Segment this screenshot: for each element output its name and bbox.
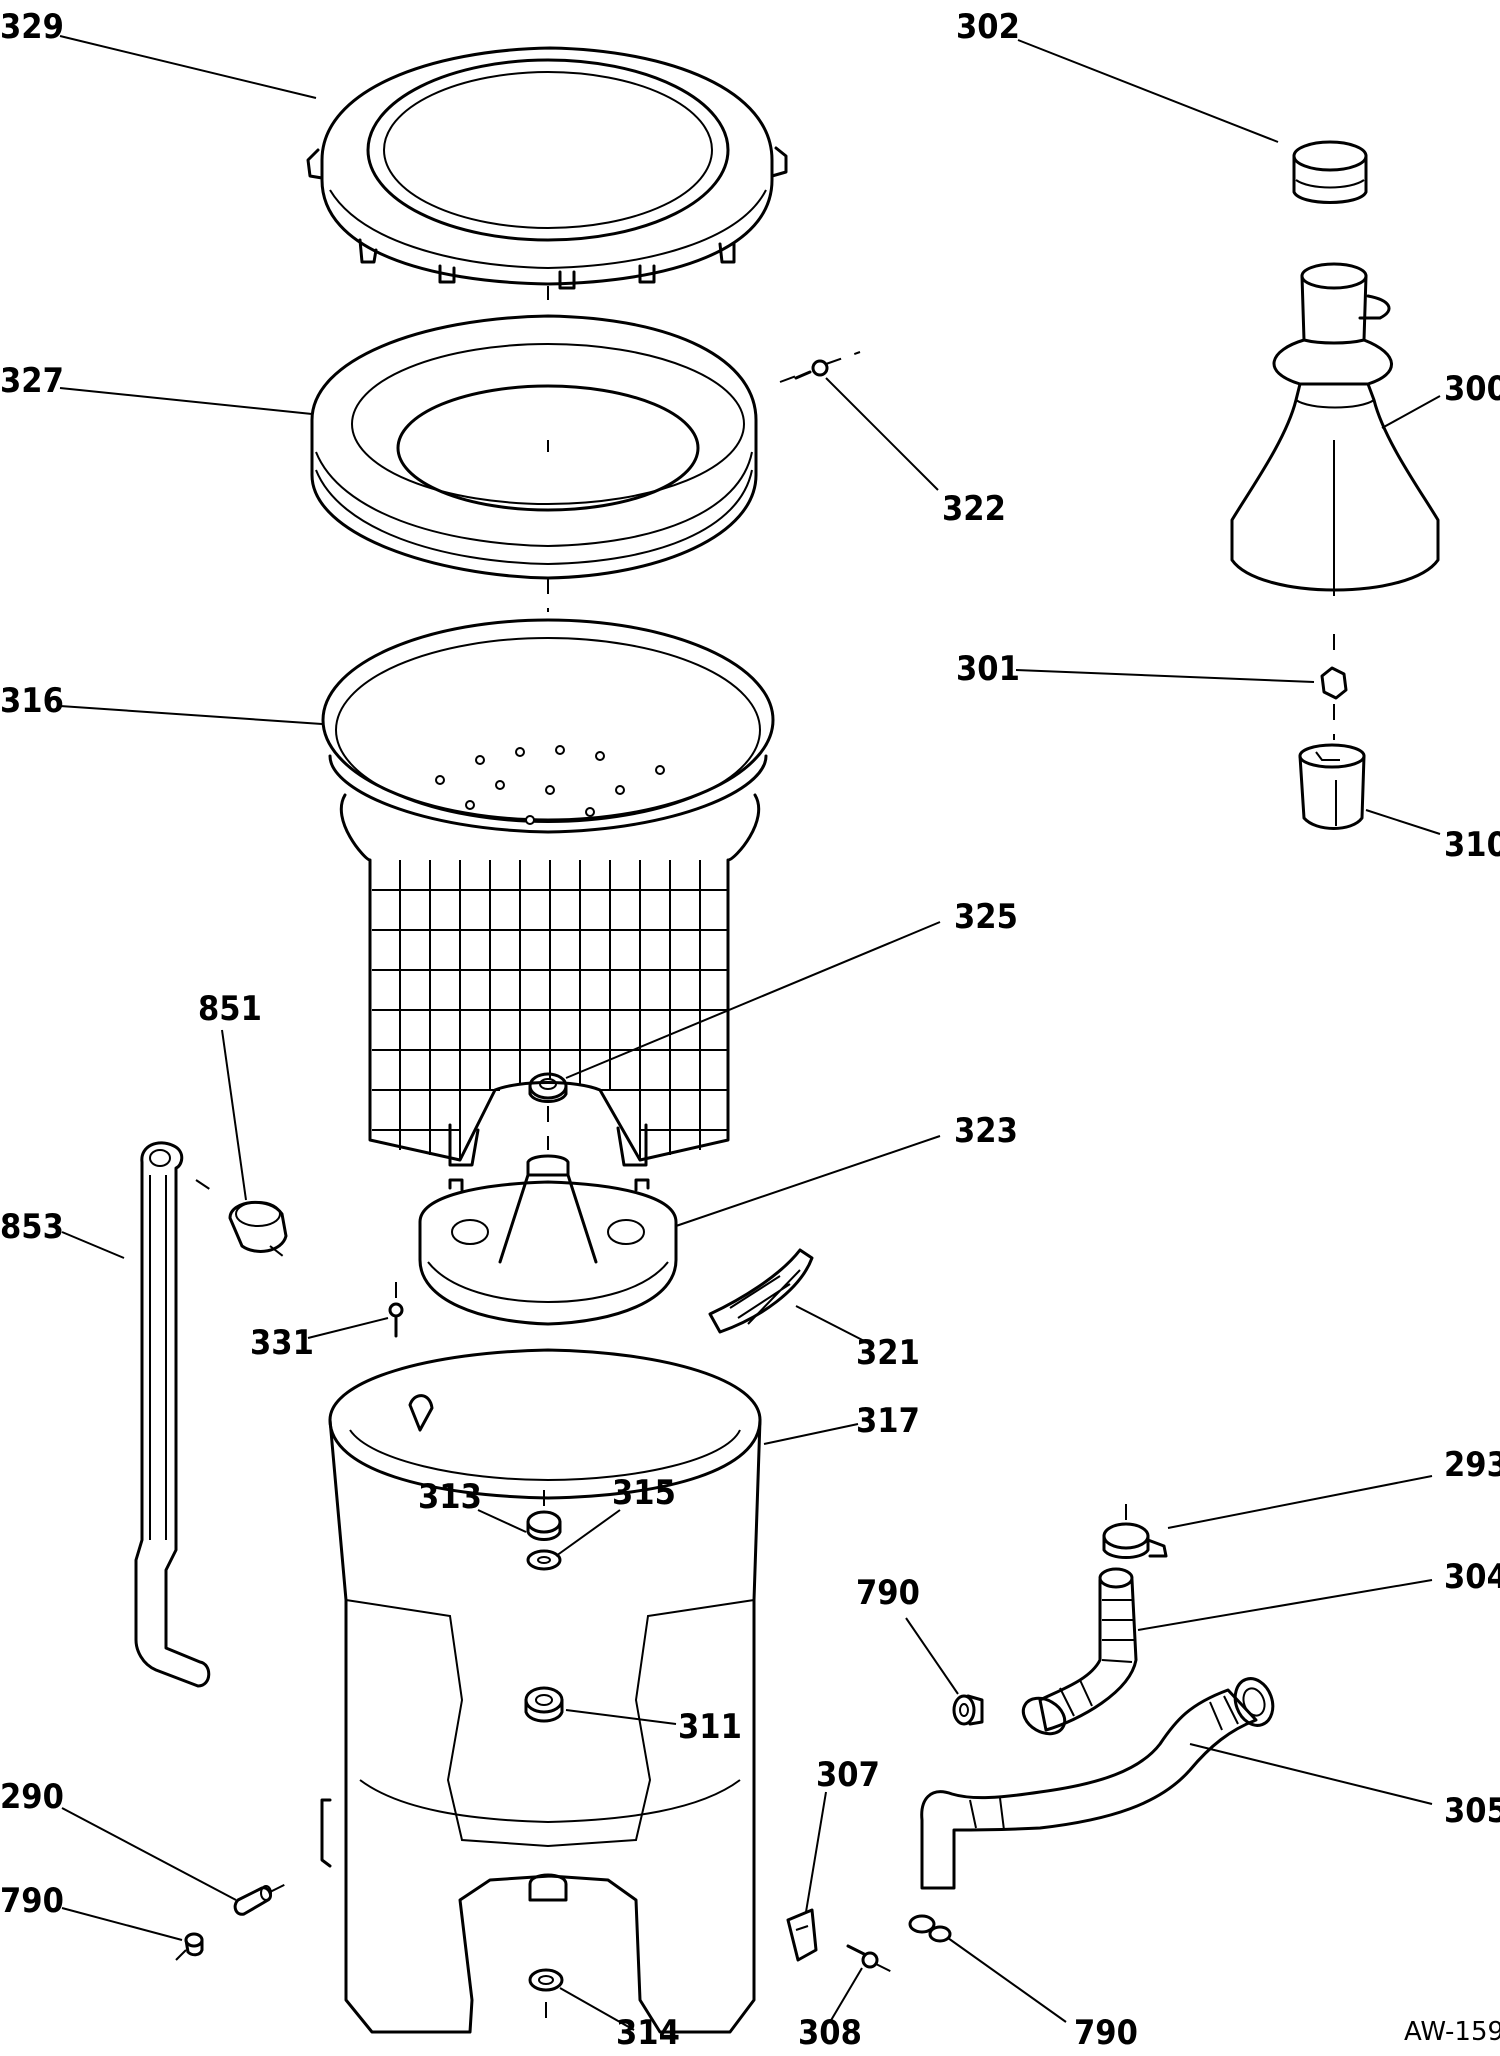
label-329: 329 xyxy=(0,7,64,47)
diagram-code: AW-159 xyxy=(1404,2017,1500,2047)
label-853: 853 xyxy=(0,1207,64,1247)
label-293: 293 xyxy=(1444,1445,1500,1485)
part-301-bolt xyxy=(1320,666,1348,700)
part-790-clamp-middle xyxy=(952,1694,984,1726)
label-302: 302 xyxy=(956,7,1020,47)
part-853-tube xyxy=(134,1141,211,1688)
leader-327 xyxy=(59,387,313,415)
leader-853 xyxy=(61,1231,125,1259)
leader-322 xyxy=(825,377,939,491)
label-790b: 790 xyxy=(0,1881,64,1921)
leader-790c xyxy=(947,1937,1067,2023)
leader-329 xyxy=(59,35,317,99)
leader-304 xyxy=(1137,1579,1433,1631)
part-310-coupling xyxy=(1298,743,1366,830)
leader-790a xyxy=(905,1617,959,1695)
label-315: 315 xyxy=(612,1473,676,1513)
label-307: 307 xyxy=(816,1755,880,1795)
part-331-screw xyxy=(388,1302,404,1338)
part-323-hub xyxy=(418,1154,678,1326)
leader-310 xyxy=(1365,809,1441,835)
part-290-bushing xyxy=(233,1885,272,1916)
part-325-nut xyxy=(528,1072,568,1103)
part-317-outer-tub xyxy=(320,1348,762,2034)
label-316: 316 xyxy=(0,681,64,721)
label-327: 327 xyxy=(0,361,64,401)
leader-311 xyxy=(565,1709,677,1725)
part-327-balance-ring xyxy=(310,314,758,580)
leader-302 xyxy=(1017,39,1279,143)
label-310: 310 xyxy=(1444,825,1500,865)
part-304-hose-elbow xyxy=(1021,1567,1138,1736)
leader-790b xyxy=(61,1907,183,1941)
part-314-seal xyxy=(528,1968,564,1992)
part-851-cap xyxy=(228,1200,288,1253)
label-301: 301 xyxy=(956,649,1020,689)
leader-300 xyxy=(1381,395,1441,429)
label-322: 322 xyxy=(942,489,1006,529)
leader-lines xyxy=(59,35,1441,2031)
leader-305 xyxy=(1189,1743,1433,1805)
leader-313 xyxy=(477,1509,527,1533)
part-308-screw xyxy=(846,1944,879,1969)
part-313-seal xyxy=(526,1510,562,1541)
part-329-tub-cover xyxy=(306,46,788,290)
leader-307 xyxy=(805,1791,827,1913)
part-300-agitator xyxy=(1230,262,1440,596)
label-290: 290 xyxy=(0,1777,64,1817)
leader-290 xyxy=(61,1807,237,1901)
part-790-clip-left xyxy=(184,1932,204,1957)
label-321: 321 xyxy=(856,1333,920,1373)
label-317: 317 xyxy=(856,1401,920,1441)
label-313: 313 xyxy=(418,1477,482,1517)
part-305-drain-hose xyxy=(920,1677,1275,1890)
label-305: 305 xyxy=(1444,1791,1500,1831)
leader-314 xyxy=(559,1987,635,2031)
leader-308 xyxy=(829,1967,863,2023)
label-323: 323 xyxy=(954,1111,1018,1151)
leader-301 xyxy=(1015,669,1315,683)
part-311-bearing xyxy=(524,1686,564,1723)
part-293-hose-clamp xyxy=(1102,1522,1168,1559)
leader-331 xyxy=(307,1317,389,1339)
part-790-clamp-right xyxy=(908,1914,952,1943)
leader-321 xyxy=(795,1305,875,1347)
part-316-spin-basket xyxy=(321,618,775,1167)
leader-317 xyxy=(763,1423,859,1445)
leader-316 xyxy=(59,705,323,725)
part-302-cap xyxy=(1292,140,1368,204)
part-307-bracket xyxy=(786,1908,818,1962)
label-314: 314 xyxy=(616,2013,680,2053)
label-311: 311 xyxy=(678,1707,742,1747)
label-325: 325 xyxy=(954,897,1018,937)
part-labels: 329 302 327 322 300 316 301 310 325 851 … xyxy=(0,7,1500,2053)
leader-325 xyxy=(565,921,941,1079)
leader-293 xyxy=(1167,1475,1433,1529)
leader-323 xyxy=(675,1135,941,1227)
label-851: 851 xyxy=(198,989,262,1029)
part-315-washer xyxy=(526,1549,562,1571)
part-322-screw xyxy=(794,359,829,380)
label-300: 300 xyxy=(1444,369,1500,409)
label-308: 308 xyxy=(798,2013,862,2053)
label-331: 331 xyxy=(250,1323,314,1363)
label-790c: 790 xyxy=(1074,2013,1138,2053)
leader-851 xyxy=(221,1029,247,1201)
leader-315 xyxy=(555,1509,621,1557)
label-304: 304 xyxy=(1444,1557,1500,1597)
part-321-filter xyxy=(708,1248,814,1334)
label-790a: 790 xyxy=(856,1573,920,1613)
